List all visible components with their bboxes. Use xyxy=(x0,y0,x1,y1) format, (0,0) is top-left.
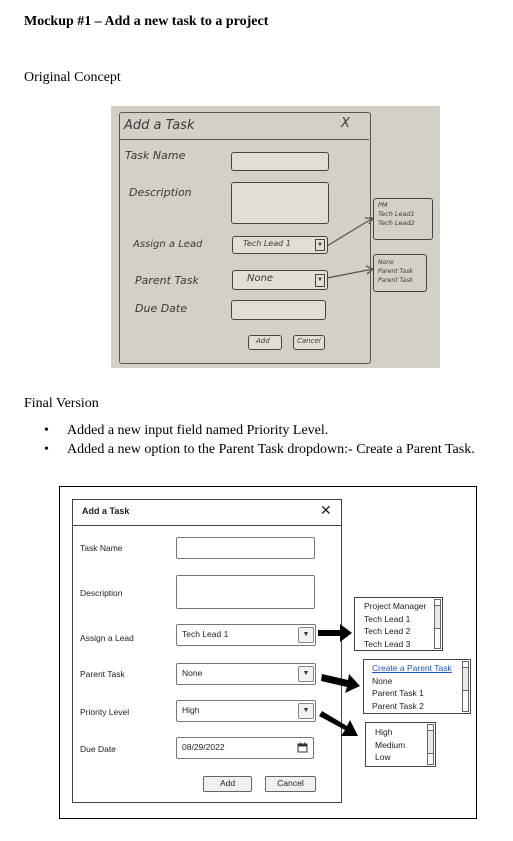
original-concept-sketch: Add a Task X Task Name Description Assig… xyxy=(111,106,440,368)
list-item[interactable]: Tech Lead 2 xyxy=(364,626,411,636)
sketch-title: Add a Task xyxy=(124,118,195,133)
lead-options-list: Project Manager Tech Lead 1 Tech Lead 2 … xyxy=(354,597,443,651)
priority-options-list: High Medium Low xyxy=(365,722,436,767)
priority-arrow-icon xyxy=(319,711,358,736)
create-parent-task-link[interactable]: Create a Parent Task xyxy=(372,663,452,673)
calendar-icon[interactable] xyxy=(297,742,308,753)
final-version-label: Final Version xyxy=(24,396,99,411)
sketch-task-name-label: Task Name xyxy=(125,149,186,162)
task-name-label: Task Name xyxy=(80,543,123,553)
change-list: Added a new input field named Priority L… xyxy=(44,422,475,459)
sketch-cancel-button: Cancel xyxy=(293,335,325,350)
description-label: Description xyxy=(80,588,123,598)
task-name-input[interactable] xyxy=(176,537,315,559)
sketch-lead-value: Tech Lead 1 xyxy=(243,239,291,248)
lead-select[interactable]: Tech Lead 1 ▼ xyxy=(176,624,316,646)
cancel-button[interactable]: Cancel xyxy=(265,776,316,792)
scrollbar[interactable] xyxy=(462,661,469,712)
assign-lead-label: Assign a Lead xyxy=(80,633,134,643)
sketch-parent-value: None xyxy=(247,273,274,284)
list-item[interactable]: High xyxy=(375,727,393,737)
add-button[interactable]: Add xyxy=(203,776,252,792)
chevron-down-icon[interactable]: ▼ xyxy=(298,666,314,682)
due-date-label: Due Date xyxy=(80,744,116,754)
scrollbar[interactable] xyxy=(427,724,434,765)
sketch-assign-lead-label: Assign a Lead xyxy=(133,239,203,250)
sketch-dialog xyxy=(119,112,371,364)
list-item[interactable]: Project Manager xyxy=(364,601,427,611)
sketch-description-field xyxy=(231,182,329,224)
lead-select-value: Tech Lead 1 xyxy=(182,629,229,639)
lead-arrow-icon xyxy=(318,624,352,642)
sketch-parent-task-label: Parent Task xyxy=(135,274,199,287)
sketch-parent-options: None Parent Task Parent Task xyxy=(373,254,427,292)
close-icon[interactable]: ✕ xyxy=(320,502,332,518)
sketch-close-icon: X xyxy=(341,116,350,131)
list-item[interactable]: Tech Lead 3 xyxy=(364,638,411,649)
sketch-parent-select: None ▼ xyxy=(232,270,328,290)
list-item[interactable]: Parent Task 2 xyxy=(372,700,424,711)
description-input[interactable] xyxy=(176,575,315,609)
document-title: Mockup #1 – Add a new task to a project xyxy=(24,14,269,29)
scrollbar[interactable] xyxy=(434,599,441,649)
sketch-due-date-field xyxy=(231,300,326,320)
priority-level-select[interactable]: High ▼ xyxy=(176,700,316,722)
priority-level-label: Priority Level xyxy=(80,707,130,717)
sketch-parent-dropdown-icon: ▼ xyxy=(315,274,325,287)
parent-task-select-value: None xyxy=(182,668,203,678)
chevron-down-icon[interactable]: ▼ xyxy=(298,627,314,643)
priority-level-select-value: High xyxy=(182,705,200,715)
original-concept-label: Original Concept xyxy=(24,70,121,85)
parent-arrow-icon xyxy=(321,674,360,693)
dialog-title: Add a Task xyxy=(82,506,130,516)
list-item[interactable]: Parent Task 1 xyxy=(372,688,424,698)
sketch-due-date-label: Due Date xyxy=(135,302,187,315)
due-date-input[interactable]: 08/29/2022 xyxy=(176,737,314,759)
sketch-description-label: Description xyxy=(129,186,192,199)
due-date-value: 08/29/2022 xyxy=(182,742,225,752)
dialog-title-divider xyxy=(72,525,342,526)
parent-options-list: Create a Parent Task None Parent Task 1 … xyxy=(363,659,471,714)
parent-task-select[interactable]: None ▼ xyxy=(176,663,316,685)
chevron-down-icon[interactable]: ▼ xyxy=(298,703,314,719)
sketch-add-button: Add xyxy=(248,335,282,350)
parent-task-label: Parent Task xyxy=(80,669,125,679)
list-item[interactable]: Medium xyxy=(375,739,406,750)
list-item[interactable]: Tech Lead 1 xyxy=(364,613,411,624)
sketch-task-name-field xyxy=(231,152,329,171)
change-item: Added a new option to the Parent Task dr… xyxy=(44,441,475,460)
list-item[interactable]: Low xyxy=(375,752,391,762)
change-item: Added a new input field named Priority L… xyxy=(44,422,475,441)
sketch-lead-options: PM Tech Lead1 Tech Lead2 xyxy=(373,198,433,240)
sketch-lead-dropdown-icon: ▼ xyxy=(315,239,325,251)
list-item[interactable]: None xyxy=(372,675,393,686)
